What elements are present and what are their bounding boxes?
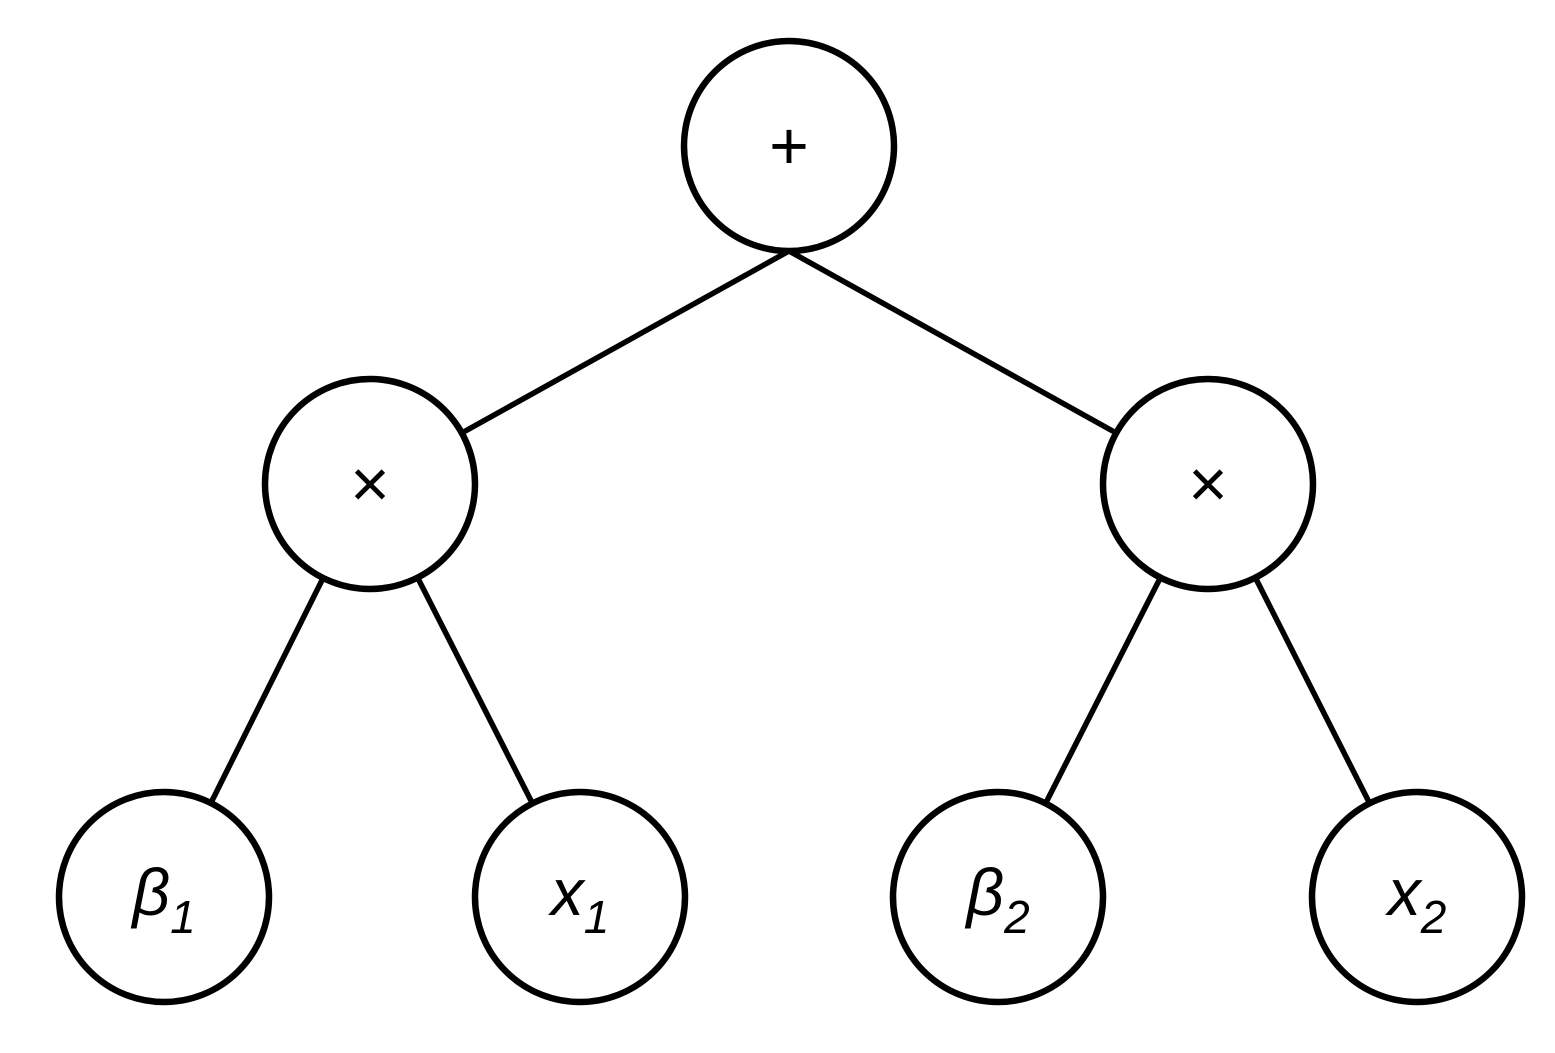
tree-edge-times-left-beta-1: [208, 576, 326, 805]
node-circle-times-right: [1099, 375, 1317, 593]
tree-node-beta-1: β1: [55, 788, 273, 1006]
tree-node-plus: +: [680, 37, 898, 255]
node-circle-plus: [680, 37, 898, 255]
node-label-beta-2: β2: [964, 855, 1029, 943]
node-circle-times-left: [261, 375, 479, 593]
node-circle-beta-1: [55, 788, 273, 1006]
tree-node-x-1: x1: [471, 788, 689, 1006]
node-label-times-left: ×: [350, 446, 390, 522]
tree-edge-plus-times-left: [460, 248, 791, 436]
tree-node-x-2: x2: [1308, 788, 1526, 1006]
tree-edge-times-left-x-1: [415, 576, 535, 805]
node-circle-x-2: [1308, 788, 1526, 1006]
node-label-beta-1: β1: [130, 855, 195, 943]
node-label-x-2: x2: [1385, 855, 1447, 943]
node-circle-x-1: [471, 788, 689, 1006]
node-label-plus: +: [769, 108, 809, 184]
node-label-x-1: x1: [548, 855, 610, 943]
tree-node-times-left: ×: [261, 375, 479, 593]
node-label-times-right: ×: [1188, 446, 1228, 522]
node-circle-beta-2: [889, 788, 1107, 1006]
tree-node-beta-2: β2: [889, 788, 1107, 1006]
tree-node-times-right: ×: [1099, 375, 1317, 593]
tree-edge-plus-times-right: [787, 248, 1118, 436]
tree-edge-times-right-beta-2: [1043, 576, 1163, 805]
tree-edge-times-right-x-2: [1252, 576, 1373, 805]
